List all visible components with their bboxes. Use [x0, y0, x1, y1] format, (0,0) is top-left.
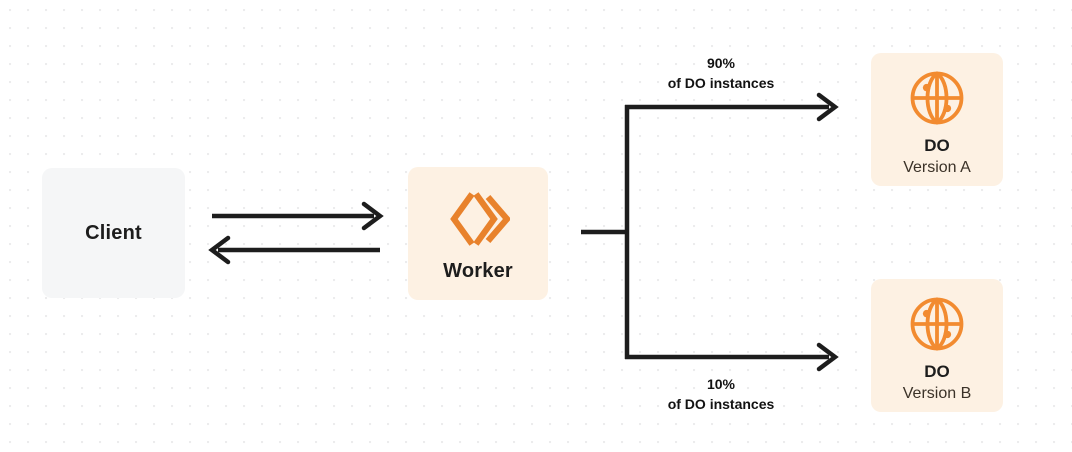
- edge-label-do-b-caption: of DO instances: [667, 396, 775, 413]
- do-b-subtitle: Version B: [902, 384, 972, 402]
- edge-label-do-b-percent: 10%: [706, 376, 736, 392]
- do-b-title: DO: [924, 362, 950, 381]
- node-client: Client: [42, 168, 185, 298]
- edge-worker-to-client: [208, 235, 380, 265]
- globe-icon: [910, 71, 964, 125]
- edge-label-do-a-percent: 90%: [706, 55, 736, 71]
- edge-label-do-a-caption: of DO instances: [667, 75, 775, 92]
- do-a-title: DO: [924, 136, 950, 155]
- node-do-version-b: DO Version B: [871, 279, 1003, 412]
- edge-label-do-b: 10% of DO instances: [628, 374, 814, 415]
- client-label: Client: [85, 221, 142, 244]
- edge-client-to-worker: [212, 201, 384, 231]
- worker-label: Worker: [443, 260, 513, 282]
- edge-worker-to-do-a: [625, 92, 839, 122]
- do-a-subtitle: Version A: [903, 158, 971, 176]
- edge-label-do-a: 90% of DO instances: [628, 53, 814, 94]
- globe-icon: [910, 297, 964, 351]
- node-worker: Worker: [408, 167, 548, 300]
- edge-worker-to-do-b: [625, 342, 839, 372]
- cloudflare-workers-icon: [450, 192, 510, 246]
- node-do-version-a: DO Version A: [871, 53, 1003, 186]
- edge-worker-branch-trunk: [581, 105, 630, 359]
